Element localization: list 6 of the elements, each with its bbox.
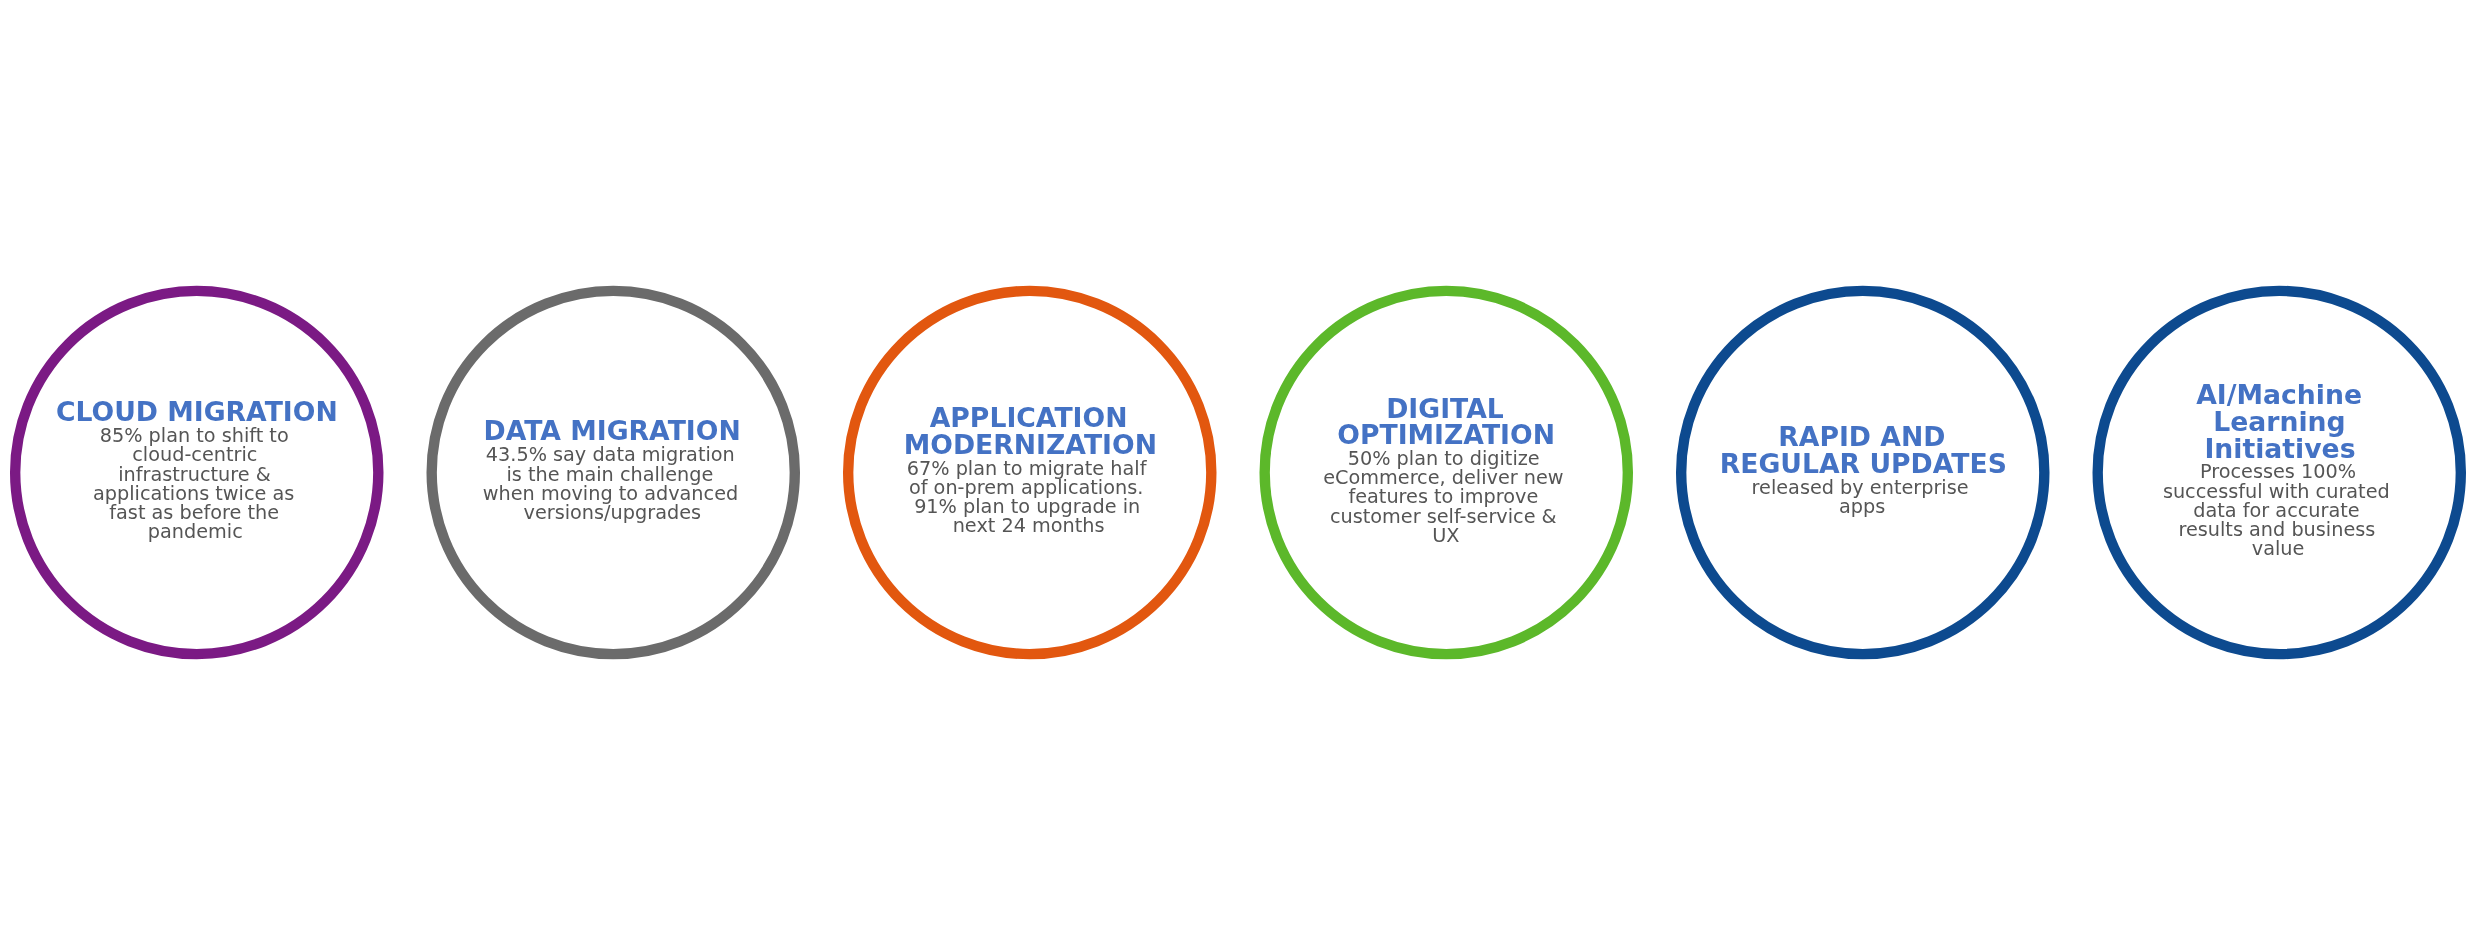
node-circle: CLOUD MIGRATION 85% plan to shift to cloud-centric infrastructure & applications twice as fast as before the pandemic	[10, 285, 384, 660]
node-circle: APPLICATION MODERNIZATION 67% plan to migrate half of on-prem applications. 91% plan to upgrade in next 24 months	[843, 285, 1217, 660]
node-circle: AI/Machine Learning Initiatives Processes 100% successful with curated data for accurate results and business value	[2092, 285, 2466, 660]
node-circle: DATA MIGRATION 43.5% say data migration is the main challenge when moving to advanced versions/upgrades	[426, 285, 800, 660]
node-circle: RAPID AND REGULAR UPDATES released by enterprise apps	[1676, 285, 2050, 660]
node-circle: DIGITAL OPTIMIZATION 50% plan to digitize eCommerce, deliver new features to improve customer self-service & UX	[1259, 285, 1633, 660]
